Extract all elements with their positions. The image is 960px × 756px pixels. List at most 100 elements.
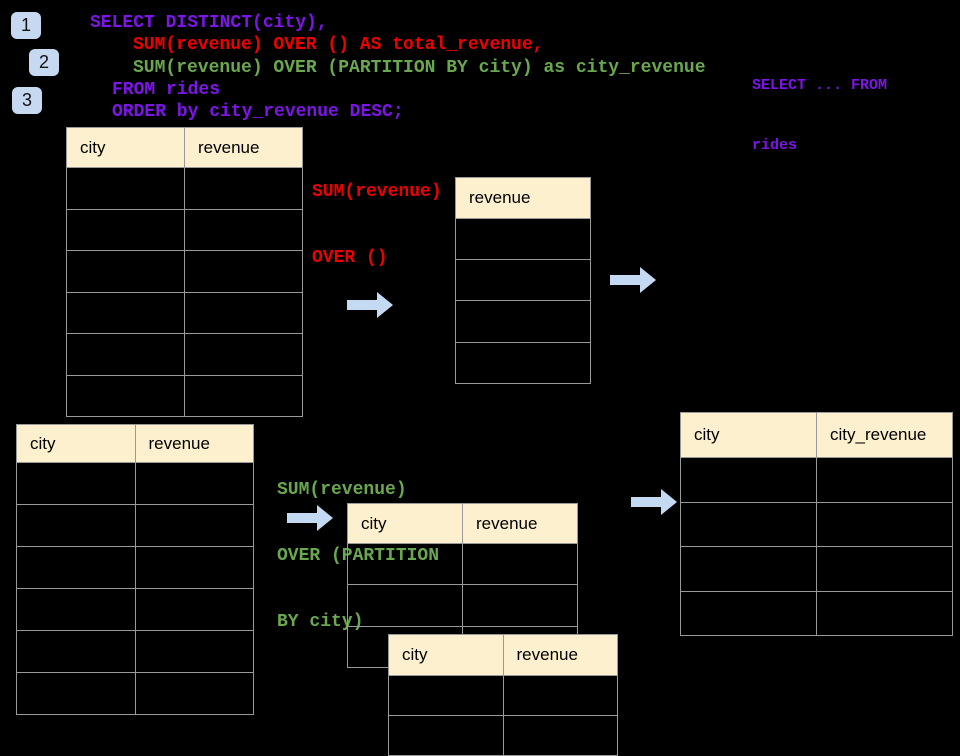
column-header: revenue (134, 424, 254, 463)
empty-cell (134, 504, 254, 547)
column-header: revenue (462, 503, 578, 544)
annotation-line: SUM(revenue) (277, 480, 407, 500)
empty-cell (680, 457, 817, 503)
empty-cell (16, 462, 136, 505)
table-row (455, 259, 591, 302)
empty-cell (455, 259, 591, 302)
empty-cell (134, 588, 254, 631)
annotation-line: OVER () (312, 248, 388, 268)
table-row (680, 457, 953, 503)
empty-cell (816, 457, 953, 503)
table-row (66, 167, 303, 210)
empty-cell (347, 584, 463, 627)
empty-cell (462, 542, 578, 586)
table-row (347, 542, 578, 586)
sql-line-select: SELECT DISTINCT(city), (90, 13, 328, 33)
empty-cell (16, 546, 136, 589)
column-header: revenue (455, 177, 591, 219)
empty-cell (16, 630, 136, 673)
empty-cell (462, 584, 578, 627)
column-header: city (347, 503, 463, 544)
table-row (680, 590, 953, 636)
empty-cell (184, 208, 303, 251)
table-row (680, 501, 953, 547)
column-header: city (680, 412, 817, 458)
column-header: revenue (184, 127, 303, 168)
empty-cell (184, 291, 303, 334)
side-note-line: rides (752, 137, 798, 154)
empty-cell (455, 341, 591, 384)
arrow-right-icon (631, 489, 677, 515)
column-header: city (16, 424, 136, 463)
side-note-select-from-rides: SELECT ... FROM rides (752, 36, 887, 196)
column-header: city (66, 127, 185, 168)
empty-cell (502, 675, 618, 716)
empty-cell (816, 546, 953, 592)
table-row (66, 291, 303, 334)
column-header: city_revenue (816, 412, 953, 458)
table-row (455, 300, 591, 343)
empty-cell (388, 675, 504, 716)
step-badge-1: 1 (11, 12, 41, 39)
table-row (66, 374, 303, 417)
table-total-revenue: revenue (455, 177, 591, 384)
empty-cell (134, 546, 254, 589)
empty-cell (16, 588, 136, 631)
step-badge-2: 2 (29, 49, 59, 76)
column-header: revenue (502, 634, 618, 676)
side-note-line: SELECT ... FROM (752, 77, 888, 94)
empty-cell (388, 715, 504, 756)
table-row (347, 584, 578, 627)
empty-cell (347, 542, 463, 586)
empty-cell (66, 291, 185, 334)
empty-cell (184, 250, 303, 293)
empty-cell (680, 590, 817, 636)
empty-cell (16, 672, 136, 715)
table-row (16, 630, 254, 673)
empty-cell (66, 167, 185, 210)
annotation-line: SUM(revenue) (312, 182, 442, 202)
empty-cell (816, 590, 953, 636)
empty-cell (184, 333, 303, 376)
table-row (16, 504, 254, 547)
empty-cell (816, 501, 953, 547)
empty-cell (680, 501, 817, 547)
table-header-row: revenue (455, 177, 591, 219)
column-header: city (388, 634, 504, 676)
empty-cell (66, 333, 185, 376)
table-row (66, 208, 303, 251)
sql-line-partition: SUM(revenue) OVER (PARTITION BY city) as… (133, 58, 706, 78)
table-row (388, 675, 618, 716)
table-row (16, 462, 254, 505)
empty-cell (66, 250, 185, 293)
empty-cell (134, 630, 254, 673)
table-row (455, 217, 591, 261)
empty-cell (134, 462, 254, 505)
empty-cell (134, 672, 254, 715)
table-row (16, 672, 254, 715)
annotation-total-revenue: SUM(revenue) OVER () (312, 137, 442, 313)
empty-cell (502, 715, 618, 756)
table-row (680, 546, 953, 592)
empty-cell (455, 217, 591, 261)
arrow-right-icon (610, 267, 656, 293)
empty-cell (184, 374, 303, 417)
table-row (16, 588, 254, 631)
empty-cell (455, 300, 591, 343)
table-row (66, 250, 303, 293)
step-badge-3: 3 (12, 87, 42, 114)
empty-cell (184, 167, 303, 210)
table-row (16, 546, 254, 589)
empty-cell (680, 546, 817, 592)
table-row (66, 333, 303, 376)
arrow-right-icon (347, 292, 393, 318)
